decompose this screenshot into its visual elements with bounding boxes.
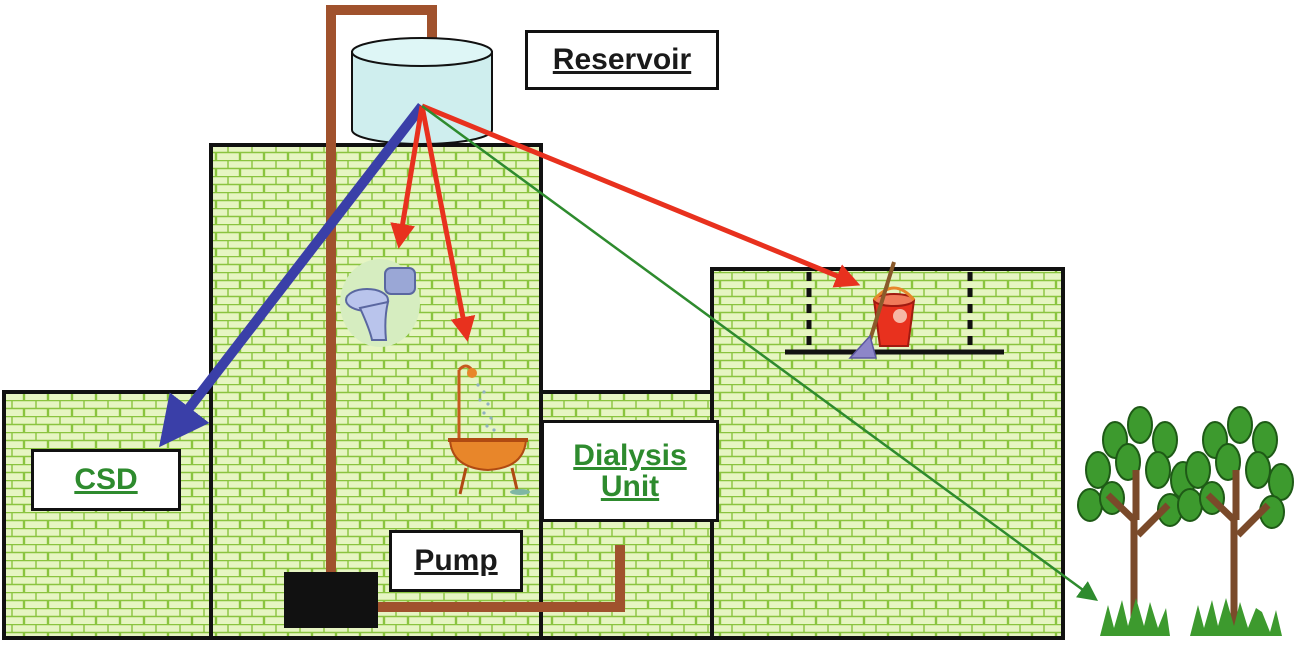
supply-pipe (326, 5, 437, 575)
arrow-to-trees (421, 104, 1099, 601)
tree-icon (1177, 406, 1294, 630)
reservoir-label: Reservoir (525, 30, 719, 90)
dialysis-label-line2: Unit (600, 470, 660, 503)
arrow-to-csd (159, 102, 426, 448)
tree-icon (1077, 406, 1196, 630)
shower-bath-icon (448, 364, 530, 495)
arrow-to-cleaning (421, 103, 861, 288)
dialysis-label-line1: Dialysis (573, 438, 687, 472)
pump-label: Pump (389, 530, 523, 592)
bucket-mop-icon (848, 261, 916, 359)
grass (1100, 598, 1282, 636)
pump-box (284, 572, 378, 628)
cleaning-shelf (785, 272, 1004, 355)
building-csd (2, 390, 218, 640)
dialysis-unit-label: Dialysis Unit (541, 420, 719, 522)
arrow-to-toilet (390, 105, 425, 249)
arrow-to-shower (419, 105, 476, 342)
toilet-icon (340, 259, 420, 347)
csd-label-text: CSD (74, 463, 138, 497)
reservoir-label-text: Reservoir (552, 43, 692, 77)
return-pipe (378, 545, 625, 612)
csd-label: CSD (31, 449, 181, 511)
pump-label-text: Pump (414, 544, 498, 578)
